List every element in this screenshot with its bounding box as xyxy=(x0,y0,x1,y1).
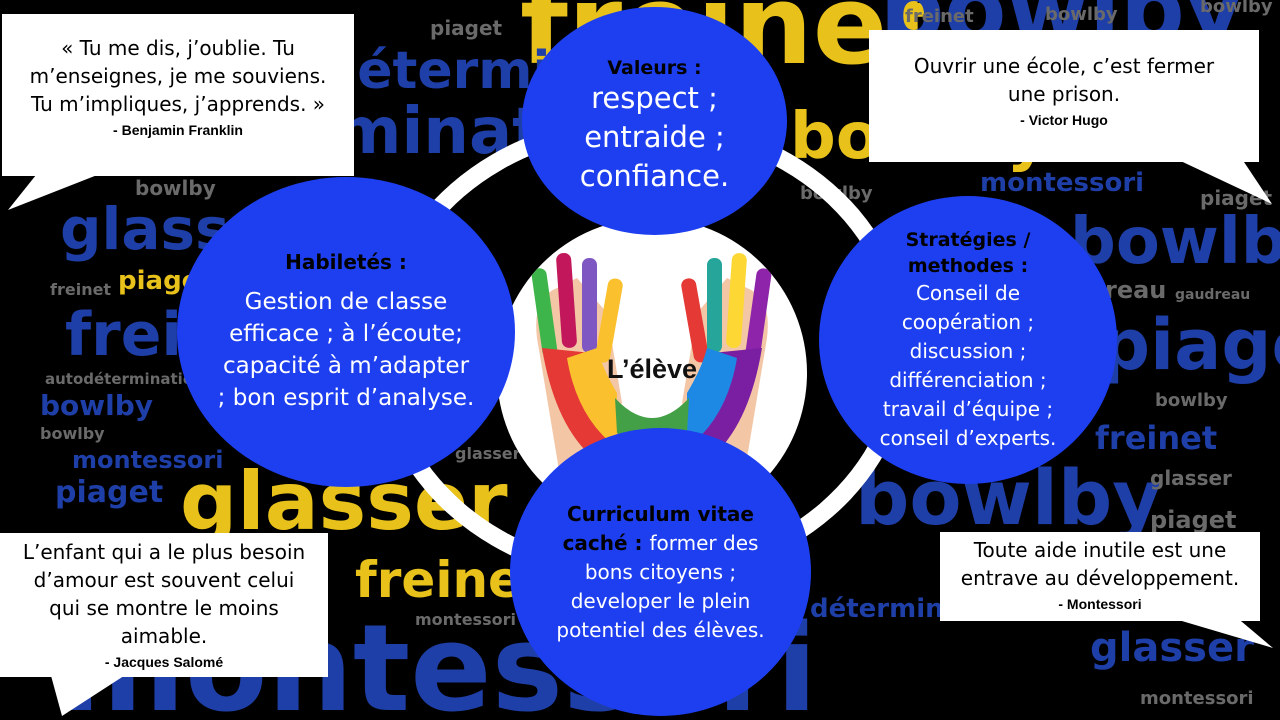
strategies-line: coopération ; xyxy=(901,310,1035,334)
bg-word: piaget xyxy=(1150,506,1237,534)
valeurs-title: Valeurs : xyxy=(607,56,702,79)
bg-word: gaudreau xyxy=(1175,287,1251,303)
strategies-line: conseil d’experts. xyxy=(879,426,1057,450)
habiletes-circle: Habiletés : Gestion de classe efficace ;… xyxy=(177,177,515,487)
bg-word: bowlby xyxy=(40,424,105,443)
bg-word: reau xyxy=(1105,276,1167,304)
valeurs-line: entraide ; xyxy=(584,119,725,154)
quote-line: Tu m’impliques, j’apprends. » xyxy=(30,92,326,116)
quote-author: - Benjamin Franklin xyxy=(113,122,243,138)
curriculum-text: Curriculum vitae caché : former des bons… xyxy=(540,500,781,645)
bg-word: montessori xyxy=(72,446,224,474)
strategies-line: discussion ; xyxy=(909,339,1027,363)
quote-line: « Tu me dis, j’oublie. Tu xyxy=(61,36,295,60)
valeurs-line: respect ; xyxy=(591,80,718,115)
bg-word: freinet xyxy=(1095,419,1218,457)
bg-word: montessori xyxy=(415,610,516,629)
strategies-line: différenciation ; xyxy=(889,368,1047,392)
bubble-tail-icon xyxy=(1170,156,1272,204)
quote-bubble-hugo: Ouvrir une école, c’est fermer une priso… xyxy=(869,30,1259,162)
center-label: L’élève xyxy=(606,354,698,384)
quote-bubble-salome: L’enfant qui a le plus besoin d’amour es… xyxy=(0,533,328,677)
bg-word: bowlby xyxy=(1200,0,1273,17)
strategies-line: travail d’équipe ; xyxy=(882,397,1054,421)
bg-word: bowlby xyxy=(1070,205,1280,279)
bg-word: bowlby xyxy=(40,389,154,422)
strategies-title: methodes : xyxy=(907,255,1029,277)
habiletes-title: Habiletés : xyxy=(285,250,407,274)
bg-word: bowlby xyxy=(1045,4,1118,25)
strategies-circle: Stratégies / methodes : Conseil de coopé… xyxy=(819,196,1117,484)
habiletes-body: Gestion de classe efficace ; à l’écoute;… xyxy=(217,289,475,411)
bg-word: freinet xyxy=(50,280,112,299)
bg-word: freinet xyxy=(905,6,974,27)
quote-line: aimable. xyxy=(120,624,208,648)
quote-line: Toute aide inutile est une xyxy=(973,538,1227,562)
valeurs-circle: Valeurs : respect ; entraide ; confiance… xyxy=(522,7,787,235)
bg-word: montessori xyxy=(1140,688,1254,709)
bubble-tail-icon xyxy=(50,672,130,716)
bg-word: piaget xyxy=(55,475,164,510)
strategies-title: Stratégies / xyxy=(905,229,1031,251)
quote-author: - Victor Hugo xyxy=(1020,112,1108,128)
bubble-tail-icon xyxy=(1165,616,1273,648)
curriculum-circle: Curriculum vitae caché : former des bons… xyxy=(510,428,811,716)
bg-word: glasser xyxy=(1150,466,1232,490)
quote-bubble-montessori: Toute aide inutile est une entrave au dé… xyxy=(940,532,1260,621)
quote-line: entrave au développement. xyxy=(960,566,1240,590)
quote-line: d’amour est souvent celui xyxy=(33,568,295,592)
quote-line: qui se montre le moins xyxy=(49,596,279,620)
bg-word: piaget xyxy=(430,16,503,40)
bg-word: glasser xyxy=(1090,625,1254,671)
quote-line: une prison. xyxy=(1007,82,1121,106)
strategies-line: Conseil de xyxy=(915,281,1021,305)
curriculum-body: former des bons citoyens ; developer le … xyxy=(556,530,765,642)
bg-word: bowlby xyxy=(1155,390,1228,411)
quote-line: L’enfant qui a le plus besoin xyxy=(22,540,306,564)
quote-line: Ouvrir une école, c’est fermer xyxy=(913,54,1215,78)
bg-word: montessori xyxy=(980,168,1145,198)
bg-word: autodétermination xyxy=(45,370,204,388)
quote-author: - Montessori xyxy=(1058,596,1142,612)
bubble-tail-icon xyxy=(8,170,110,210)
quote-bubble-franklin: « Tu me dis, j’oublie. Tu m’enseignes, j… xyxy=(2,14,354,176)
bg-word: piaget xyxy=(1100,304,1280,386)
valeurs-line: confiance. xyxy=(579,158,730,193)
quote-author: - Jacques Salomé xyxy=(104,654,224,670)
quote-line: m’enseignes, je me souviens. xyxy=(29,64,327,88)
curriculum-title: Curriculum vitae caché : xyxy=(562,501,754,555)
bg-word: bowlby xyxy=(135,176,216,200)
